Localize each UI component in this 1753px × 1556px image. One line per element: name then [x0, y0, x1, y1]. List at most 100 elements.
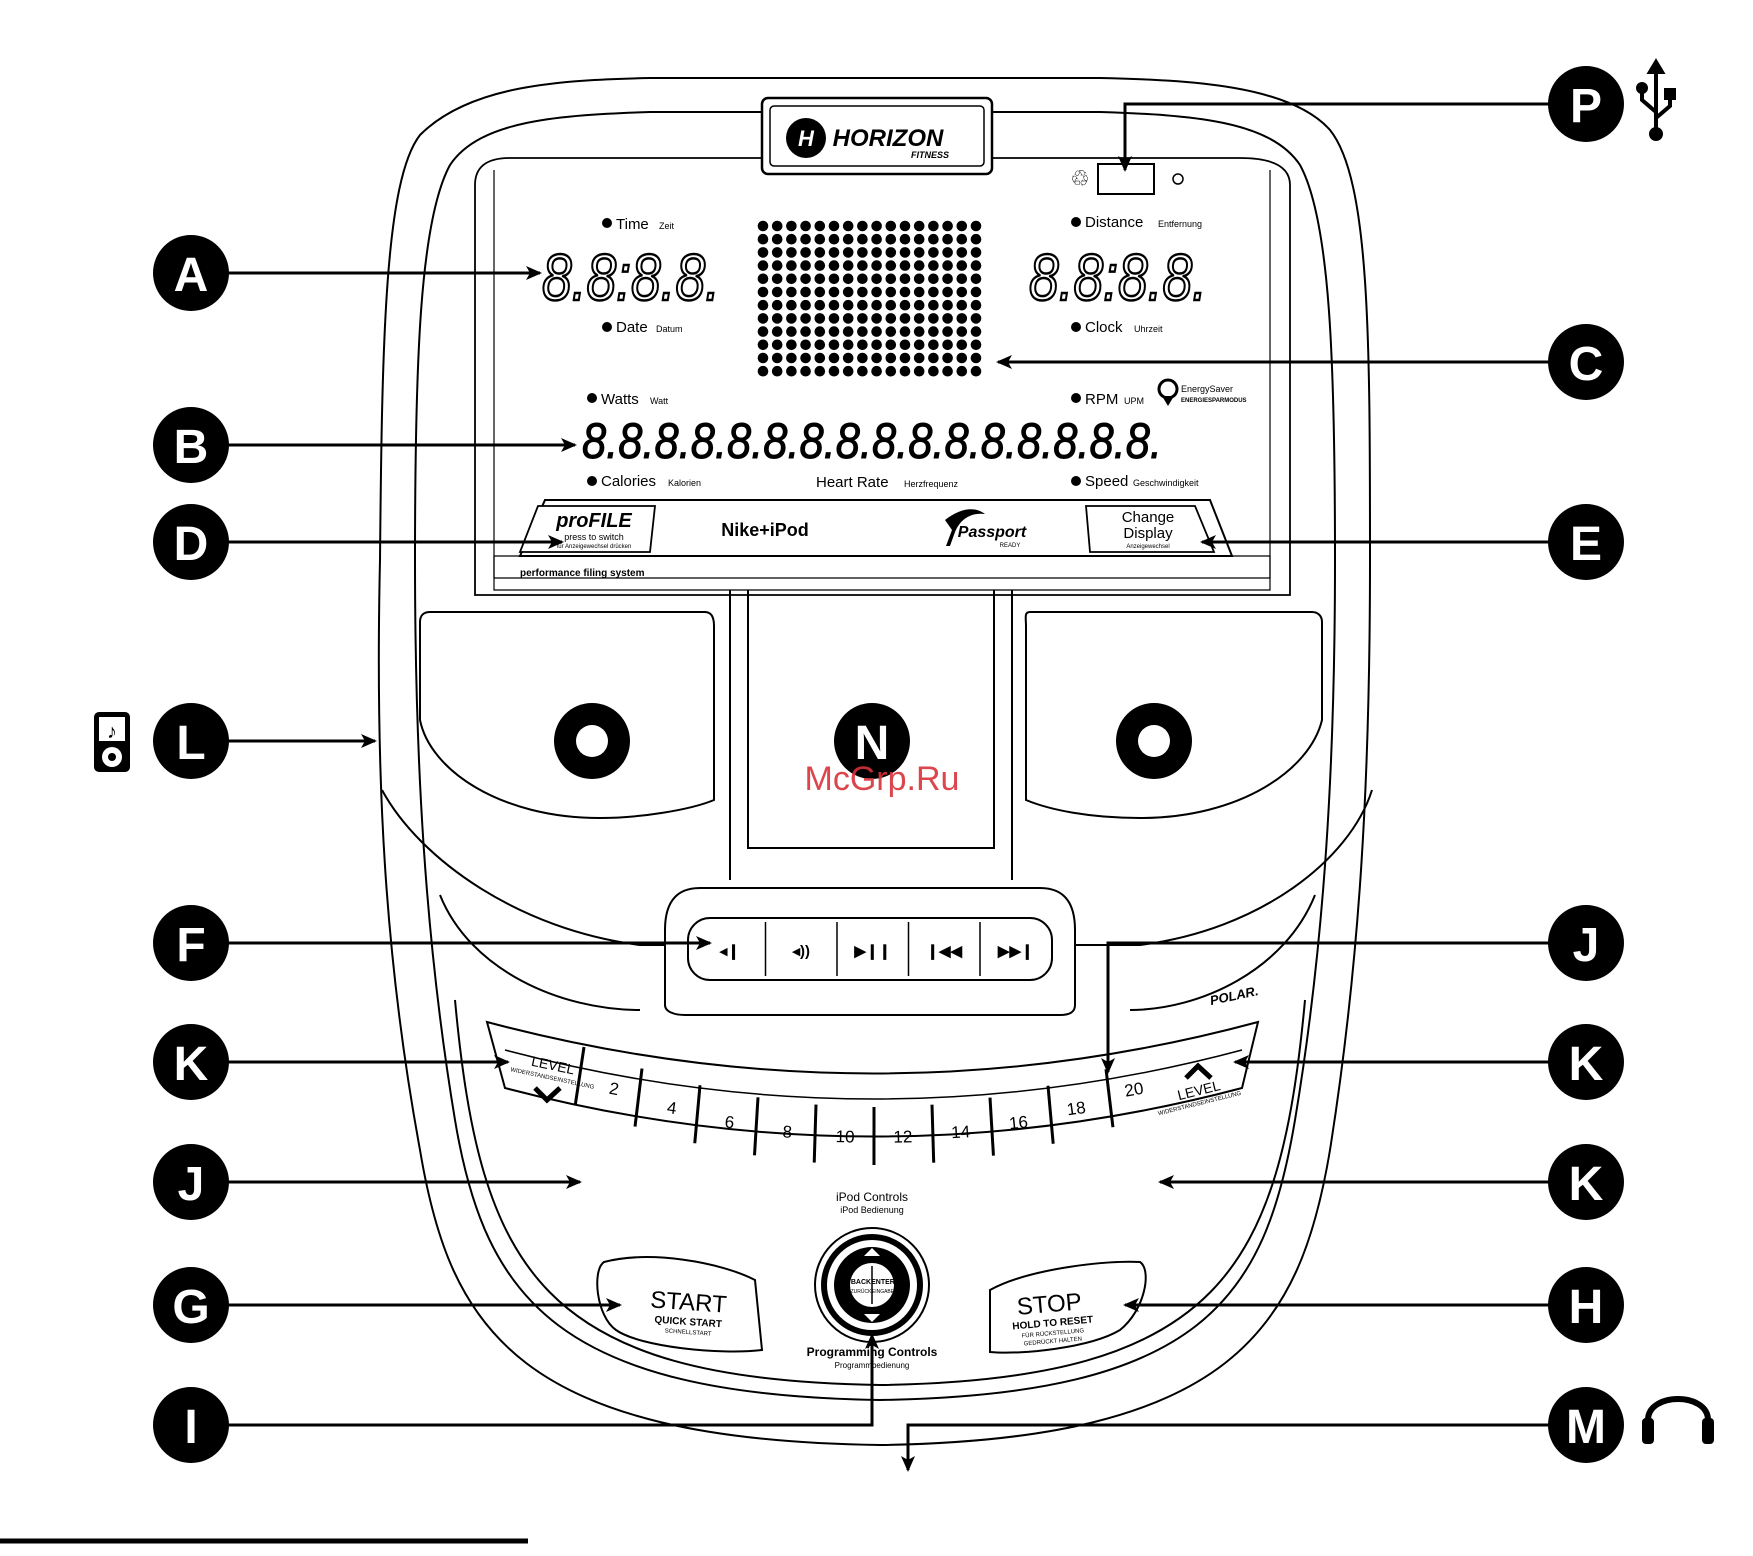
change-display-line1: Change — [1122, 509, 1175, 526]
headphones-icon — [1642, 1399, 1714, 1444]
level-key-divider — [932, 1105, 934, 1163]
matrix-dot — [843, 221, 854, 232]
brand-badge: H HORIZON FITNESS — [762, 98, 992, 174]
level-6-button[interactable]: 6 — [724, 1112, 735, 1132]
stop-button[interactable]: STOP HOLD TO RESET FÜR RÜCKSTELLUNG GEDR… — [990, 1262, 1146, 1353]
label-energy-saver-de: ENERGIESPARMODUS — [1181, 398, 1247, 404]
label-speed: Speed — [1085, 473, 1128, 490]
matrix-dot — [914, 234, 925, 245]
matrix-dot — [900, 300, 911, 311]
volume-up-button[interactable]: ◂)) — [791, 943, 810, 960]
matrix-dot — [843, 234, 854, 245]
matrix-dot — [786, 260, 797, 271]
level-12-button[interactable]: 12 — [893, 1127, 912, 1146]
matrix-dot — [843, 260, 854, 271]
matrix-dot — [942, 300, 953, 311]
matrix-dot — [772, 287, 783, 298]
label-clock-de: Uhrzeit — [1134, 324, 1163, 334]
level-4-button[interactable]: 4 — [666, 1098, 678, 1118]
change-display-button[interactable]: Change Display Anzeigewechsel — [1086, 506, 1214, 552]
previous-track-button[interactable]: ❙◀◀ — [926, 943, 962, 960]
matrix-dot — [928, 353, 939, 364]
start-button[interactable]: START QUICK START SCHNELLSTART — [597, 1257, 762, 1351]
level-10-button[interactable]: 10 — [835, 1127, 854, 1146]
matrix-dot — [914, 326, 925, 337]
matrix-dot — [843, 247, 854, 258]
level-18-button[interactable]: 18 — [1066, 1098, 1087, 1119]
matrix-dot — [829, 366, 840, 377]
next-track-button[interactable]: ▶▶❙ — [997, 943, 1034, 960]
matrix-dot — [900, 326, 911, 337]
matrix-dot — [786, 247, 797, 258]
ipod-control-pod: ◂❙ ◂)) ▶❙❙ ❙◀◀ ▶▶❙ — [665, 888, 1075, 1015]
matrix-dot — [957, 287, 968, 298]
level-2-button[interactable]: 2 — [608, 1079, 621, 1099]
matrix-dot — [829, 234, 840, 245]
level-down-chevron-icon — [535, 1088, 560, 1100]
profile-button[interactable]: proFILE press to switch für Anzeigewechs… — [520, 506, 655, 552]
level-8-button[interactable]: 8 — [782, 1122, 793, 1142]
passport-label: Passport — [958, 524, 1027, 541]
matrix-dot — [758, 260, 769, 271]
matrix-dot — [800, 260, 811, 271]
profile-logo: proFILE — [555, 510, 632, 532]
matrix-dot — [900, 221, 911, 232]
profile-sub: press to switch — [564, 532, 624, 542]
matrix-dot — [829, 274, 840, 285]
level-16-button[interactable]: 16 — [1008, 1112, 1029, 1133]
matrix-dot — [772, 366, 783, 377]
matrix-dot — [800, 326, 811, 337]
matrix-dot — [957, 247, 968, 258]
callout-g: G — [153, 1267, 229, 1343]
matrix-dot — [772, 260, 783, 271]
matrix-dot — [857, 313, 868, 324]
svg-text:H: H — [1569, 1281, 1604, 1334]
matrix-dot — [957, 366, 968, 377]
level-key-divider — [754, 1097, 758, 1155]
matrix-dot — [886, 326, 897, 337]
matrix-dot — [886, 340, 897, 351]
enter-button[interactable]: ENTER — [871, 1279, 895, 1286]
matrix-dot — [914, 340, 925, 351]
matrix-dot — [800, 366, 811, 377]
label-distance: Distance — [1085, 214, 1143, 231]
matrix-dot — [758, 287, 769, 298]
label-time-de: Zeit — [659, 221, 675, 231]
matrix-dot — [871, 313, 882, 324]
back-button[interactable]: BACK — [851, 1279, 871, 1286]
brand-name: HORIZON — [833, 125, 944, 152]
matrix-dot — [914, 366, 925, 377]
matrix-dot — [942, 340, 953, 351]
matrix-dot — [786, 234, 797, 245]
message-readout: 8.8.8.8.8.8.8.8.8.8.8.8.8.8.8.8. — [582, 413, 1162, 469]
svg-text:D: D — [174, 518, 209, 571]
matrix-dot — [829, 353, 840, 364]
matrix-dot — [800, 221, 811, 232]
svg-text:K: K — [1569, 1158, 1604, 1211]
matrix-dot — [957, 300, 968, 311]
callout-h: H — [1548, 1267, 1624, 1343]
play-pause-button[interactable]: ▶❙❙ — [853, 943, 891, 960]
distance-readout: 8.8:8.8. — [1029, 240, 1207, 314]
label-date-de: Datum — [656, 324, 683, 334]
matrix-dot — [829, 300, 840, 311]
matrix-dot — [857, 287, 868, 298]
callout-c: C — [1548, 324, 1624, 400]
level-14-button[interactable]: 14 — [951, 1122, 971, 1142]
matrix-dot — [758, 221, 769, 232]
enter-button-de: EINGABE — [872, 1289, 895, 1295]
level-20-button[interactable]: 20 — [1123, 1079, 1145, 1101]
ipod-controls-title-de: iPod Bedienung — [840, 1205, 904, 1215]
matrix-dot — [857, 300, 868, 311]
matrix-dot — [815, 326, 826, 337]
callout-p: P — [1548, 66, 1624, 142]
volume-down-button[interactable]: ◂❙ — [719, 943, 740, 960]
callout-a: A — [153, 235, 229, 311]
svg-text:C: C — [1569, 338, 1604, 391]
matrix-dot — [815, 221, 826, 232]
label-speed-de: Geschwindigkeit — [1133, 478, 1199, 488]
matrix-dot — [786, 313, 797, 324]
matrix-dot — [857, 247, 868, 258]
label-time: Time — [616, 216, 649, 233]
brand-logo-letters: H — [798, 126, 815, 151]
